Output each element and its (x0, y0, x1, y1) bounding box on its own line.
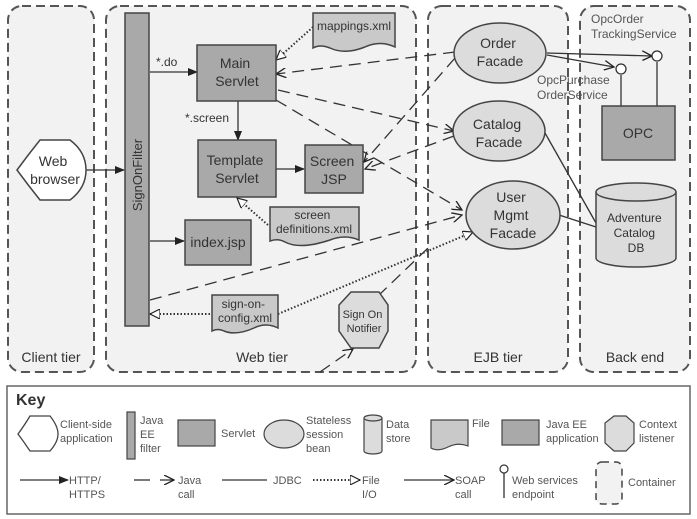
tracking-service-endpoint-icon (651, 50, 663, 62)
sign-on-filter-node (124, 12, 150, 327)
key-context-listener-label: Context listener (639, 419, 680, 445)
main-servlet-label: Main Servlet (215, 55, 259, 89)
mappings-xml-file (312, 12, 396, 52)
key-servlet-label: Servlet (221, 428, 255, 440)
opc-node (601, 105, 676, 161)
key-bean-label: Stateless session bean (306, 415, 354, 455)
key-file-icon (430, 419, 469, 451)
jdbc-user-mgmt-to-db (558, 214, 597, 228)
sign-on-notifier-node (338, 291, 389, 349)
do-edge-label: *.do (156, 55, 178, 69)
key-jdbc-label: JDBC (273, 475, 302, 487)
sign-on-config-xml-file (211, 294, 279, 334)
ejb-tier-label: EJB tier (473, 349, 522, 365)
web-browser-node (16, 139, 87, 201)
web-tier-label: Web tier (236, 349, 288, 365)
java-call-order-to-main (276, 51, 456, 74)
key-bean-icon (263, 419, 305, 449)
key-datastore-icon (363, 414, 383, 455)
key-container-label: Container (628, 477, 676, 489)
screen-jsp-label: Screen JSP (310, 153, 358, 187)
opc-purchase-order-label: OpcPurchase OrderService (537, 73, 613, 102)
key-datastore-label: Data store (386, 419, 412, 445)
jdbc-catalog-to-db (544, 132, 597, 224)
main-servlet-node (196, 44, 277, 102)
java-call-to-notifier (319, 349, 353, 373)
sign-on-notifier-label: Sign On Notifier (343, 309, 386, 335)
index-jsp-label: index.jsp (190, 234, 245, 250)
key-javaee-app-label: Java EE application (546, 419, 599, 445)
client-tier-label: Client tier (21, 349, 80, 365)
index-jsp-node (184, 219, 252, 266)
soap-order-to-purchase (546, 54, 614, 67)
key-java-call-label: Java call (178, 475, 204, 501)
catalog-facade-node (452, 100, 546, 162)
key-file-io-label: File I/O (362, 475, 383, 501)
key-ws-endpoint-icon (499, 464, 509, 498)
screen-definitions-xml-label: screen definitions.xml (276, 208, 352, 236)
catalog-facade-label: Catalog Facade (473, 116, 525, 150)
key-javaee-app-icon (501, 419, 540, 446)
key-title: Key (16, 392, 45, 409)
java-call-filter-to-user-mgmt (149, 215, 462, 301)
key-http-label: HTTP/ HTTPS (69, 475, 105, 501)
web-browser-label: Web browser (30, 153, 80, 187)
key-servlet-icon (177, 419, 216, 447)
soap-order-to-tracking (546, 53, 652, 56)
screen-definitions-xml-file (269, 206, 360, 247)
template-servlet-label: Template Servlet (207, 152, 268, 186)
user-mgmt-facade-label: User Mgmt Facade (490, 189, 537, 241)
adventure-catalog-db-node (595, 182, 677, 268)
order-facade-node (453, 22, 547, 84)
adventure-catalog-db-label: Adventure Catalog DB (607, 211, 665, 255)
java-call-catalog-to-screen-jsp (365, 135, 455, 169)
mappings-xml-label: mappings.xml (317, 19, 391, 33)
key-soap-label: SOAP call (455, 475, 488, 501)
key-filter-label: Java EE filter (140, 415, 166, 455)
key-client-app-label: Client-side application (60, 419, 115, 445)
notifier-link (377, 247, 429, 297)
sign-on-filter-label: SignOnFilter (130, 138, 145, 211)
opc-label: OPC (623, 125, 653, 141)
key-container-icon (595, 461, 623, 505)
java-call-order-to-screen-jsp (364, 57, 456, 162)
key-ws-endpoint-label: Web services endpoint (512, 475, 581, 501)
key-file-label: File (472, 418, 490, 430)
purchase-order-endpoint-icon (615, 63, 627, 75)
key-context-listener-icon (604, 415, 635, 452)
key-client-app-icon (17, 415, 59, 452)
screen-edge-label: *.screen (185, 111, 229, 125)
mappings-xml-io (276, 26, 314, 60)
opc-order-tracking-label: OpcOrder TrackingService (591, 12, 677, 41)
user-mgmt-facade-node (465, 180, 561, 250)
java-call-main-to-catalog (277, 89, 454, 131)
connections (86, 26, 658, 373)
back-end-label: Back end (606, 349, 664, 365)
sign-on-config-xml-label: sign-on- config.xml (218, 297, 272, 325)
sign-on-config-io-user-mgmt (277, 232, 473, 315)
template-servlet-node (197, 139, 277, 198)
key-filter-icon (126, 411, 136, 460)
key-panel (6, 385, 691, 515)
java-call-main-to-user-mgmt (275, 99, 462, 210)
screen-jsp-node (304, 144, 364, 194)
order-facade-label: Order Facade (477, 35, 524, 69)
